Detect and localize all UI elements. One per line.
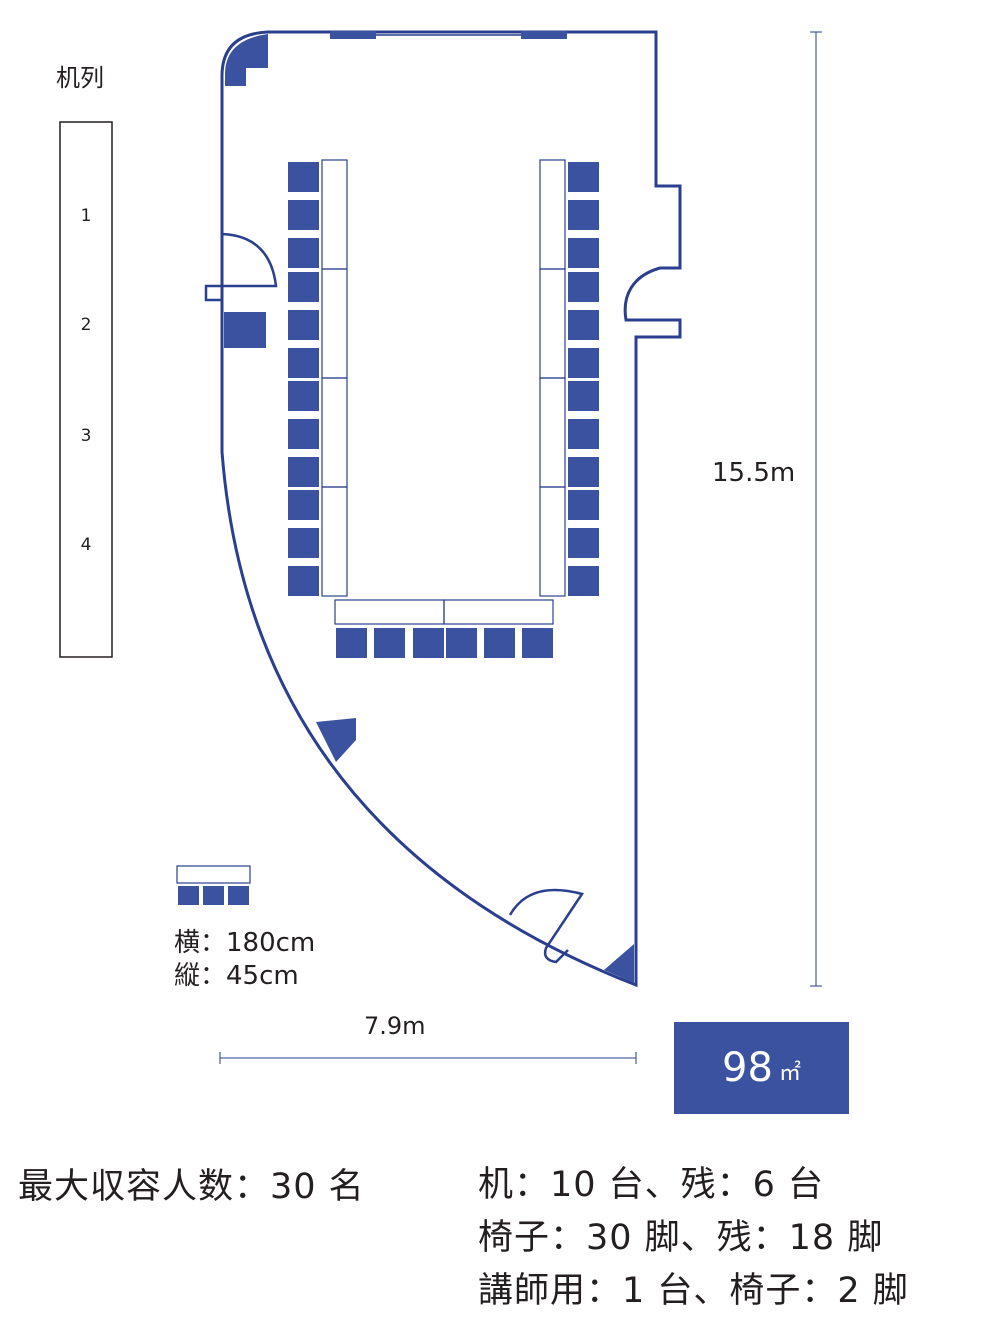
chair [288, 200, 319, 230]
chair [484, 628, 515, 658]
pillar-lower-left [316, 718, 356, 762]
height-dimension-label: 15.5m [712, 458, 796, 488]
right-desk-row [539, 159, 566, 597]
window-top-right [521, 31, 567, 39]
chair [288, 566, 319, 596]
chair [568, 348, 599, 378]
legend-chair [228, 886, 249, 905]
desk [321, 268, 348, 379]
height-dimension-line [810, 31, 822, 987]
area-value: 98 [722, 1045, 773, 1091]
door-bottom [508, 888, 585, 964]
desk [539, 486, 566, 597]
capacity-text: 最大収容人数：30 名 [18, 1167, 365, 1207]
legend-depth-label: 縦：45cm [174, 961, 299, 991]
desk-column-number: 3 [80, 426, 92, 446]
desk [539, 159, 566, 270]
width-dimension-line [219, 1052, 637, 1064]
pillar-left-wall [224, 312, 266, 348]
room-outline [220, 30, 682, 988]
area-unit: ㎡ [778, 1061, 801, 1086]
legend-chair [203, 886, 224, 905]
bottom-desk-row [334, 599, 554, 625]
desk [321, 486, 348, 597]
desk [443, 599, 554, 625]
lectern-text: 講師用：1 台、椅子：2 脚 [478, 1271, 909, 1311]
desk-column-number: 1 [80, 206, 92, 226]
desk [539, 268, 566, 379]
width-dimension-label: 7.9m [364, 1012, 426, 1040]
pillar-top-left [225, 34, 268, 86]
desk-column-number: 4 [80, 535, 92, 555]
chair [568, 272, 599, 302]
pillar-bottom-right [604, 944, 634, 983]
desk [321, 377, 348, 488]
door-left [204, 232, 278, 302]
chair [522, 628, 553, 658]
chair [288, 457, 319, 487]
left-chairs [288, 162, 319, 596]
chair [568, 381, 599, 411]
legend-width-label: 横：180cm [174, 928, 316, 958]
area-badge: 98 ㎡ [674, 1022, 849, 1114]
legend-desk [176, 865, 251, 884]
chair [288, 490, 319, 520]
chair [568, 566, 599, 596]
left-desk-row [321, 159, 348, 597]
chair-count-text: 椅子：30 脚、残：18 脚 [478, 1218, 884, 1258]
chair [568, 238, 599, 268]
chair [288, 381, 319, 411]
chair [288, 310, 319, 340]
chair [288, 528, 319, 558]
chair [568, 162, 599, 192]
desk-count-text: 机：10 台、残：6 台 [478, 1165, 825, 1205]
desk [539, 377, 566, 488]
desk-column-title: 机列 [56, 64, 104, 92]
legend-chair [178, 886, 199, 905]
desk [334, 599, 445, 625]
chair [568, 200, 599, 230]
desk [321, 159, 348, 270]
chair [288, 238, 319, 268]
chair [568, 419, 599, 449]
chair [288, 272, 319, 302]
chair [288, 348, 319, 378]
chair [336, 628, 367, 658]
desk-column-outline [59, 121, 113, 658]
right-chairs [568, 162, 599, 596]
chair [568, 310, 599, 340]
chair [568, 457, 599, 487]
chair [568, 490, 599, 520]
chair [288, 162, 319, 192]
chair [288, 419, 319, 449]
desk-column-number: 2 [80, 315, 92, 335]
bottom-chairs [336, 628, 553, 658]
chair [374, 628, 405, 658]
window-top-left [330, 31, 376, 39]
chair [568, 528, 599, 558]
chair [413, 628, 444, 658]
chair [446, 628, 477, 658]
